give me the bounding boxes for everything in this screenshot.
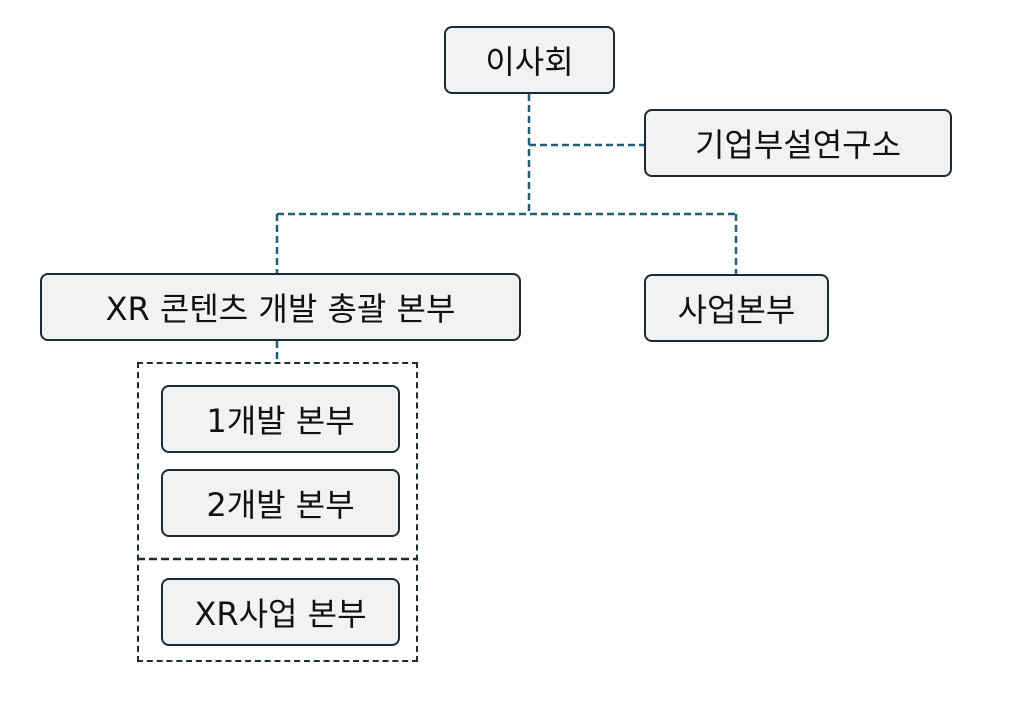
- business-division-label: 사업본부: [677, 291, 796, 329]
- xr-business-division-label: XR사업 본부: [194, 595, 367, 633]
- xr-subdivision-group-frame: [137, 362, 418, 662]
- xr-content-division-box: XR 콘텐츠 개발 총괄 본부: [40, 273, 521, 341]
- business-division-box: 사업본부: [644, 274, 829, 342]
- dev2-division-box: 2개발 본부: [161, 469, 400, 537]
- research-institute-box: 기업부설연구소: [644, 109, 952, 177]
- dev1-division-label: 1개발 본부: [206, 402, 355, 440]
- xr-business-division-box: XR사업 본부: [161, 578, 400, 646]
- board-label: 이사회: [485, 43, 574, 81]
- xr-content-division-label: XR 콘텐츠 개발 총괄 본부: [105, 290, 456, 328]
- dev1-division-box: 1개발 본부: [161, 385, 400, 453]
- dev2-division-label: 2개발 본부: [206, 486, 355, 524]
- board-box: 이사회: [444, 26, 615, 94]
- research-institute-label: 기업부설연구소: [694, 126, 902, 164]
